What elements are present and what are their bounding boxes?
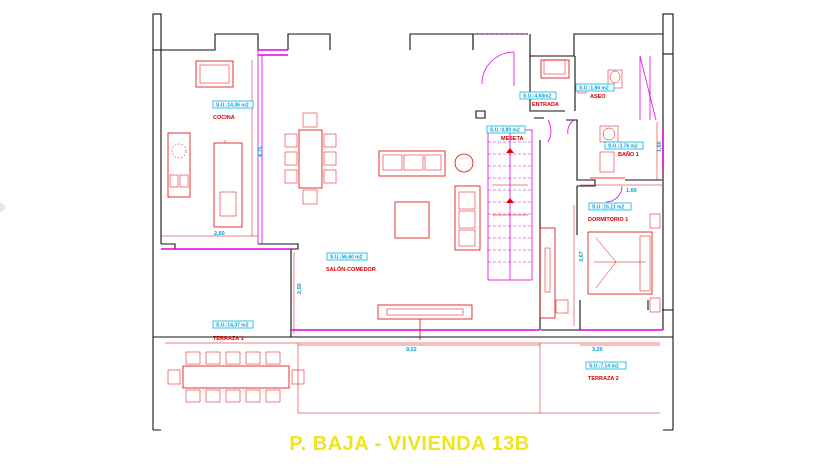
dim-terrace-depth: 2,50 xyxy=(297,283,303,294)
dimension-labels: 4,75 2,60 2,50 9,22 3,20 1,60 1,60 3,67 xyxy=(214,141,663,353)
salon-area-box xyxy=(326,252,368,261)
dim-kitchen-width: 2,60 xyxy=(214,231,225,237)
bano1-area: S.U.:3,76 m2 xyxy=(608,144,638,150)
dim-bath-height: 1,60 xyxy=(657,141,663,152)
bano1-area-box xyxy=(604,141,644,150)
aseo-area-box xyxy=(575,83,615,92)
cocina-area: S.U.:14,36 m2 xyxy=(216,103,249,109)
furniture xyxy=(165,59,661,414)
bano1-name: BAÑO 1 xyxy=(618,151,639,158)
terraza1-area-box xyxy=(212,320,254,329)
salon-area: S.U.:56,60 m2 xyxy=(330,255,363,261)
dim-bath-width: 1,60 xyxy=(626,188,637,194)
terraza1-name: TERRAZA 1 xyxy=(213,336,244,342)
entrada-area: S.U.:4,60m2 xyxy=(523,94,552,100)
meseta-name: MESETA xyxy=(501,136,524,142)
entrada-area-box xyxy=(519,91,557,100)
room-labels: S.U.:14,36 m2 COCINA S.U.:56,60 m2 SALÓN… xyxy=(212,83,644,382)
entrada-name: ENTRADA xyxy=(532,102,559,108)
cocina-name: COCINA xyxy=(213,115,235,121)
meseta-area-box xyxy=(486,125,526,134)
dim-salon-width: 9,22 xyxy=(406,347,417,353)
glazing xyxy=(161,33,664,331)
dim-kitchen-height: 4,75 xyxy=(258,146,264,157)
terraza2-area-box xyxy=(585,361,627,370)
terraza2-area: S.U.:7,14 m2 xyxy=(589,364,619,370)
dim-right-width: 3,20 xyxy=(592,347,603,353)
walls xyxy=(152,13,674,431)
dormitorio1-area: S.U.:16,11 m2 xyxy=(592,205,624,211)
dormitorio1-area-box xyxy=(588,202,632,211)
terraza1-area: S.U.:14,37 m2 xyxy=(216,323,249,329)
scroll-handle[interactable] xyxy=(0,203,5,212)
dimension-lines xyxy=(161,60,662,346)
cocina-area-box xyxy=(212,100,254,109)
aseo-area: S.U.:1,86 m2 xyxy=(579,86,609,92)
meseta-area: S.U.:0,80 m2 xyxy=(490,128,520,134)
terraza2-name: TERRAZA 2 xyxy=(588,376,619,382)
dormitorio1-name: DORMITORIO 1 xyxy=(588,217,628,223)
plan-title: P. BAJA - VIVIENDA 13B xyxy=(289,433,530,455)
aseo-name: ASEO xyxy=(590,94,606,100)
dim-bedroom-height: 3,67 xyxy=(579,251,585,262)
salon-name: SALÓN-COMEDOR xyxy=(326,265,376,273)
